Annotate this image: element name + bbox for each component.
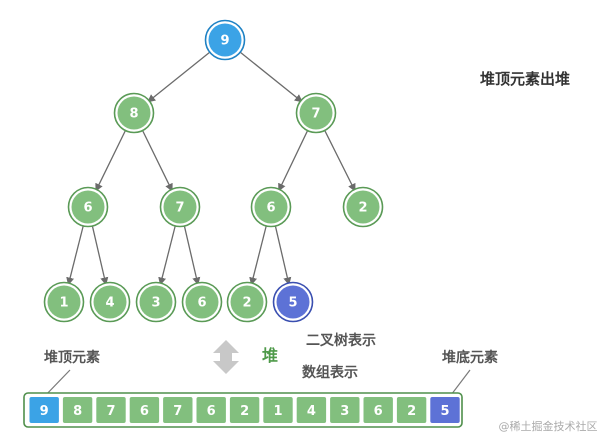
- array-cell-value: 3: [340, 404, 349, 419]
- tree-node-value: 4: [105, 296, 114, 311]
- array-cell: 6: [196, 397, 226, 423]
- tree-node: 2: [226, 281, 268, 323]
- array-cell-value: 2: [240, 404, 249, 419]
- tree-node-value: 9: [220, 34, 229, 49]
- tree-node: 6: [250, 186, 292, 228]
- tree-edge: [237, 50, 303, 103]
- tree-node-value: 5: [288, 296, 297, 311]
- array-cell: 6: [129, 397, 160, 423]
- tree-caption: 二叉树表示: [306, 332, 376, 349]
- array-cell-value: 2: [407, 404, 416, 419]
- tree-edge: [323, 127, 356, 192]
- binary-tree: 9 8 7 6 7 6 2 1 4 3 6 2 5: [43, 19, 384, 323]
- array-cell: 2: [229, 397, 260, 423]
- array-cell: 9: [29, 397, 59, 423]
- tree-node-value: 6: [266, 201, 275, 216]
- diagram-title: 堆顶元素出堆: [480, 70, 570, 88]
- tree-edges: [66, 50, 356, 286]
- tree-node-value: 6: [83, 201, 92, 216]
- tree-edge: [158, 223, 177, 286]
- tree-node-value: 2: [242, 296, 251, 311]
- tree-node: 6: [181, 281, 223, 323]
- heap-label: 堆: [262, 346, 278, 365]
- tree-node: 5: [272, 281, 314, 323]
- heap-bottom-label: 堆底元素: [442, 349, 498, 366]
- tree-node-value: 3: [151, 296, 160, 311]
- array-caption: 数组表示: [302, 364, 358, 381]
- watermark: @稀土掘金技术社区: [499, 419, 598, 433]
- tree-node-value: 8: [129, 107, 138, 122]
- array-cell: 8: [62, 397, 93, 423]
- array-cell: 3: [330, 397, 360, 423]
- tree-edge: [278, 128, 310, 192]
- tree-node-value: 2: [358, 201, 367, 216]
- array-cell: 4: [296, 397, 327, 423]
- array-cell-value: 6: [374, 404, 383, 419]
- array-cell-value: 6: [140, 404, 149, 419]
- tree-node: 7: [159, 186, 201, 228]
- array-cell-value: 7: [106, 404, 115, 419]
- tree-edge: [274, 223, 292, 286]
- tree-edge: [66, 223, 85, 286]
- array-representation: 9 8 7 6 7 6 2 1 4 3 6 2 5: [29, 397, 460, 423]
- tree-node: 1: [43, 281, 85, 323]
- tree-node: 7: [295, 92, 337, 134]
- tree-node: 8: [113, 92, 155, 134]
- array-cell: 1: [263, 397, 293, 423]
- array-cell: 7: [96, 397, 126, 423]
- tree-node: 4: [89, 281, 131, 323]
- array-cell: 7: [163, 397, 193, 423]
- array-cell-value: 6: [207, 404, 216, 419]
- tree-edge: [91, 223, 109, 286]
- array-cell: 2: [396, 397, 427, 423]
- tree-node: 6: [67, 186, 109, 228]
- array-cell-value: 5: [440, 404, 449, 419]
- tree-edge: [95, 127, 128, 192]
- tree-node-value: 1: [59, 296, 68, 311]
- up-down-arrow-icon: [213, 340, 239, 374]
- array-cell-value: 7: [173, 404, 182, 419]
- tree-node-value: 6: [197, 296, 206, 311]
- array-cell-value: 8: [73, 404, 82, 419]
- array-cell-value: 9: [40, 404, 49, 419]
- tree-edge: [249, 223, 268, 286]
- tree-node: 2: [342, 186, 384, 228]
- array-cell: 5: [430, 397, 460, 423]
- tree-node: 3: [135, 281, 177, 323]
- tree-edge: [183, 223, 201, 286]
- array-cell-value: 4: [307, 404, 316, 419]
- tree-edge: [140, 127, 173, 192]
- array-cell: 6: [363, 397, 393, 423]
- tree-node-value: 7: [175, 201, 184, 216]
- array-cell-value: 1: [273, 404, 282, 419]
- tree-node-value: 7: [311, 107, 320, 122]
- tree-edge: [147, 50, 213, 103]
- tree-node: 9: [204, 19, 246, 61]
- heap-top-label: 堆顶元素: [44, 349, 100, 366]
